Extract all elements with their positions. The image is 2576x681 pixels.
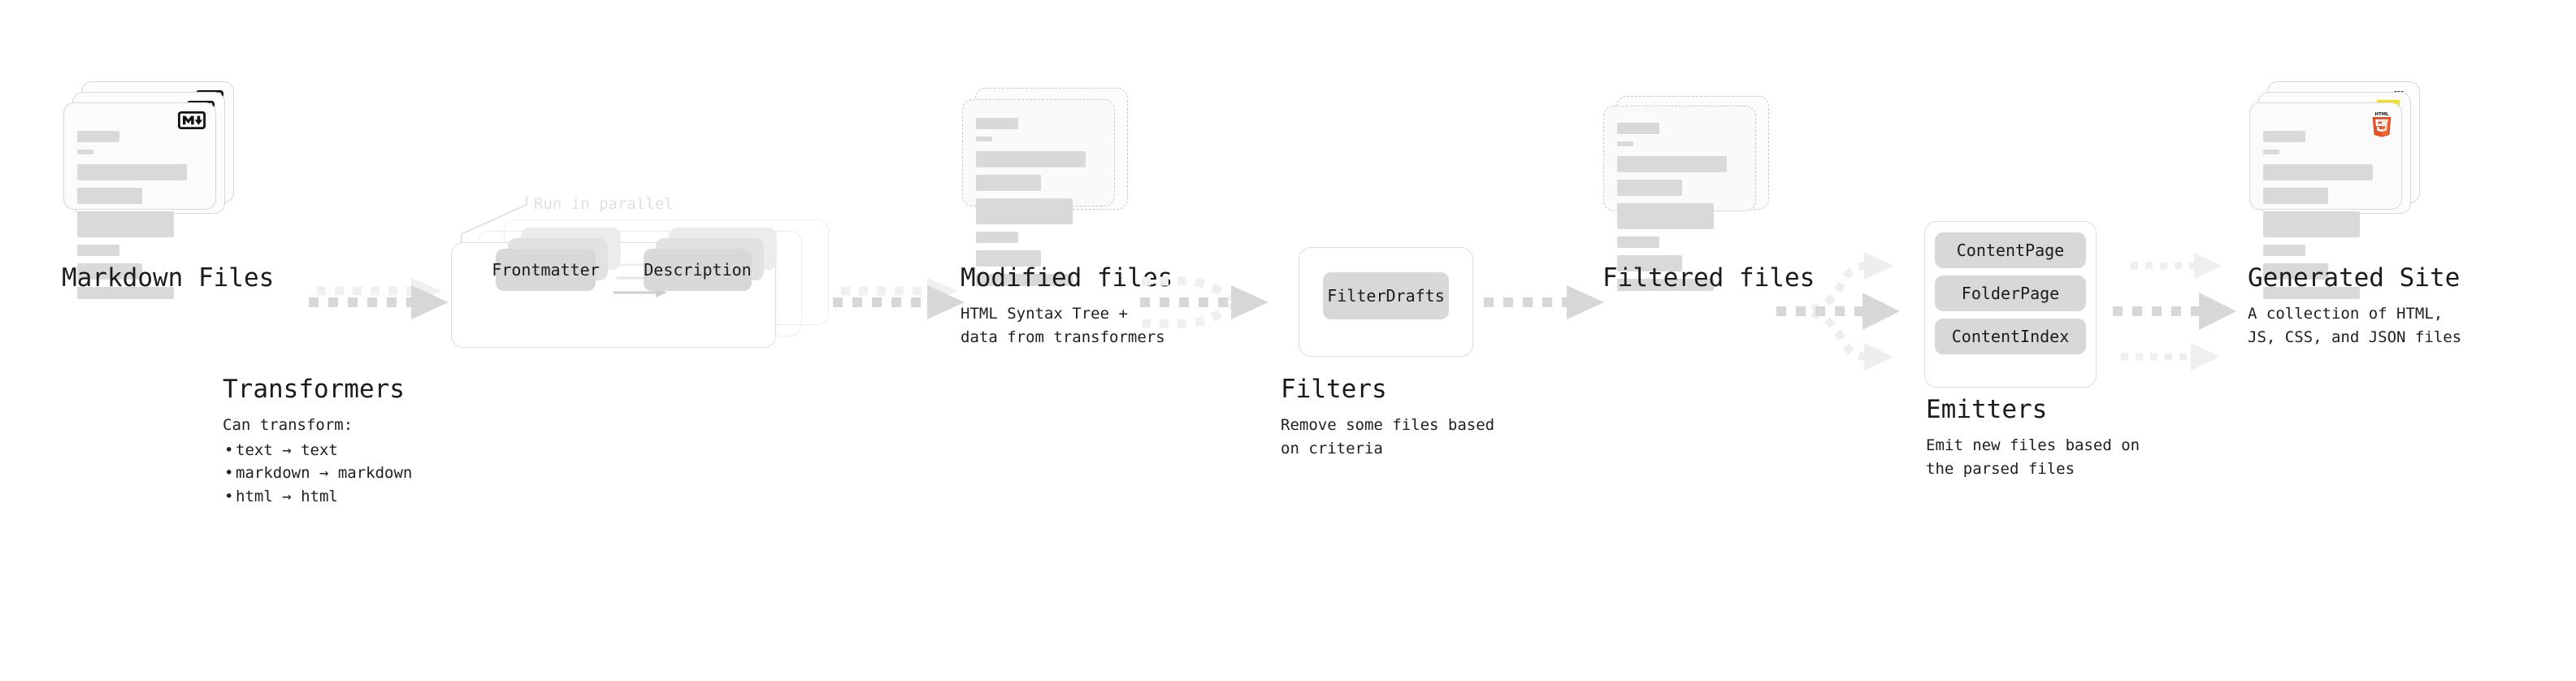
- arrow-modified-to-filters: [1140, 265, 1290, 354]
- filtered-files-title: Filtered files: [1602, 263, 1815, 293]
- modified-card-front: [962, 99, 1115, 286]
- transformers-group: Frontmatter Description: [451, 219, 833, 358]
- arrow-markdown-to-transformers: [309, 276, 459, 341]
- filters-group: FilterDrafts: [1299, 247, 1473, 357]
- arrow-main-layer: [1140, 285, 1268, 319]
- arrow-main-layer: [2113, 293, 2236, 330]
- modified-files-caption: Modified files HTML Syntax Tree + data f…: [961, 263, 1221, 349]
- generated-site-caption: Generated Site A collection of HTML, JS,…: [2248, 263, 2516, 349]
- transformer-pill-frontmatter-label: Frontmatter: [492, 260, 600, 280]
- filters-subtitle: Remove some files based on criteria: [1281, 415, 1495, 458]
- emitters-caption: Emitters Emit new files based on the par…: [1926, 395, 2194, 480]
- generated-card-content: [2263, 131, 2388, 306]
- arrow-ghost-layer-bottom: [2121, 343, 2220, 371]
- transformer-pill-description-label: Description: [644, 260, 752, 280]
- generated-site-stack: CSS HTML: [2249, 81, 2424, 299]
- transformers-bullet-1: markdown → markdown: [236, 462, 491, 485]
- emitters-subtitle: Emit new files based on the parsed files: [1926, 436, 2140, 478]
- transformers-bullet-2: html → html: [236, 485, 491, 509]
- emitter-pill-contentindex[interactable]: ContentIndex: [1935, 319, 2086, 354]
- emitter-pill-contentpage[interactable]: ContentPage: [1935, 232, 2086, 268]
- markdown-icon: [177, 111, 206, 130]
- filters-caption: Filters Remove some files based on crite…: [1281, 375, 1541, 460]
- arrow-main-layer: [309, 285, 449, 319]
- arrow-main-layer: [833, 285, 965, 319]
- arrow-filtered-to-emitters: [1776, 236, 1923, 398]
- svg-text:HTML: HTML: [2375, 112, 2390, 117]
- filtered-files-stack: [1603, 96, 1774, 291]
- markdown-card-content: [77, 131, 202, 306]
- markdown-files-caption: Markdown Files: [62, 263, 306, 293]
- emitter-pill-folderpage[interactable]: FolderPage: [1935, 275, 2086, 311]
- arrow-main-layer: [1776, 293, 1900, 330]
- arrow-ghost-layer: [1142, 276, 1234, 328]
- modified-files-subtitle: HTML Syntax Tree + data from transformer…: [961, 304, 1165, 346]
- markdown-files-title: Markdown Files: [62, 263, 275, 293]
- transformers-bullet-0: text → text: [236, 439, 491, 462]
- emitters-title: Emitters: [1926, 395, 2048, 424]
- transformers-subtitle: Can transform:: [223, 415, 353, 434]
- filter-pill-filterdrafts[interactable]: FilterDrafts: [1323, 272, 1449, 319]
- arrow-main-layer: [1484, 285, 1604, 319]
- emitter-pill-folderpage-label: FolderPage: [1961, 284, 2060, 303]
- filtered-card-content: [1617, 123, 1742, 298]
- transformers-title: Transformers: [223, 375, 405, 404]
- transformer-pill-frontmatter[interactable]: Frontmatter: [492, 249, 600, 291]
- arrow-filters-to-filtered: [1484, 276, 1614, 333]
- markdown-icon-glyph: [177, 111, 206, 130]
- transformers-caption: Transformers Can transform: text → text …: [223, 375, 491, 509]
- filters-title: Filters: [1281, 375, 1387, 404]
- emitter-pill-contentpage-label: ContentPage: [1956, 241, 2065, 260]
- arrow-ghost-layer: [1795, 252, 1893, 371]
- generated-site-subtitle: A collection of HTML, JS, CSS, and JSON …: [2248, 304, 2462, 346]
- modified-card-content: [976, 118, 1101, 293]
- markdown-card-front: [63, 102, 216, 299]
- html5-icon-glyph: HTML: [2372, 112, 2392, 137]
- modified-files-stack: [962, 88, 1133, 286]
- filter-pill-filterdrafts-label: FilterDrafts: [1327, 286, 1445, 306]
- run-in-parallel-label: Run in parallel: [534, 195, 674, 213]
- filtered-card-front: [1603, 106, 1756, 291]
- transformer-pill-description[interactable]: Description: [644, 249, 752, 291]
- modified-files-title: Modified files: [961, 263, 1173, 293]
- filtered-files-caption: Filtered files: [1602, 263, 1846, 293]
- transformers-bullet-list: text → text markdown → markdown html → h…: [223, 439, 491, 510]
- html5-icon: HTML: [2370, 111, 2393, 137]
- arrow-transformers-to-modified: [833, 276, 975, 341]
- generated-site-title: Generated Site: [2248, 263, 2461, 293]
- arrow-emitters-to-site: [2113, 236, 2259, 398]
- generated-card-front: HTML: [2249, 102, 2402, 299]
- arrow-ghost-layer-top: [2131, 253, 2222, 279]
- emitters-group: ContentPage FolderPage ContentIndex: [1924, 221, 2097, 388]
- emitter-pill-contentindex-label: ContentIndex: [1951, 327, 2070, 346]
- markdown-files-stack: [63, 81, 234, 299]
